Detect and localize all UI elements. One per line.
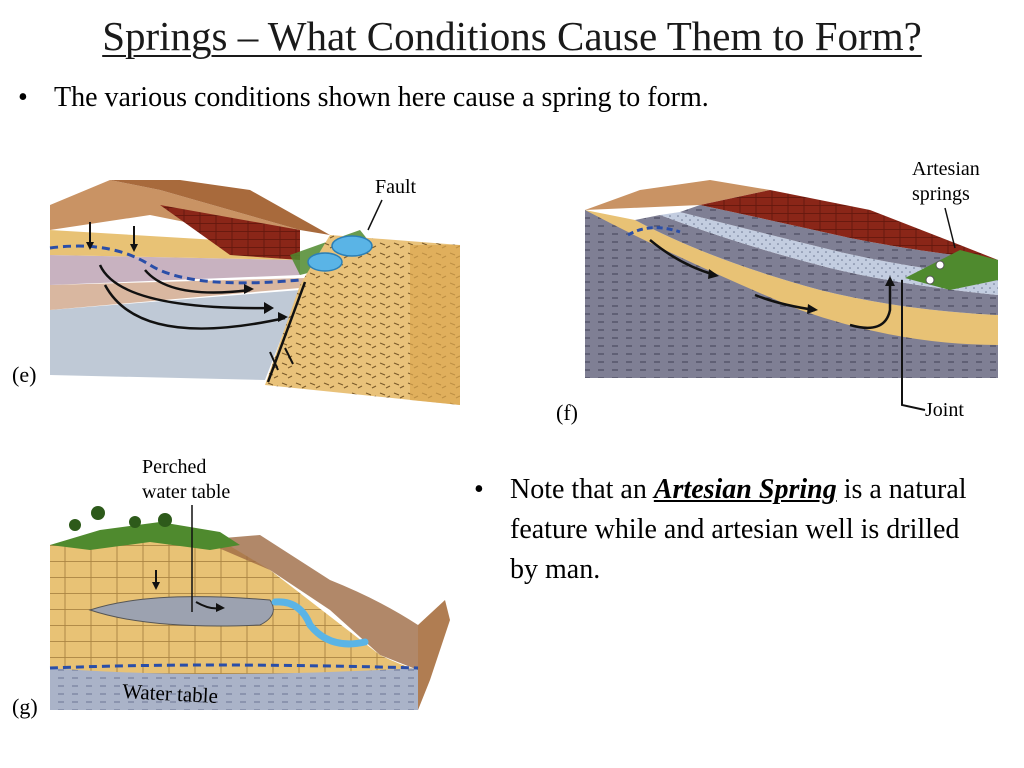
artesian-springs-label-line1: Artesian (912, 158, 980, 180)
diagram-g-perched-water-table: Perched water table Water table (g) (12, 456, 450, 719)
note-text-start: Note that an (510, 474, 654, 505)
diagram-f-artesian-springs: Artesian springs Joint (f) (556, 158, 998, 425)
intro-bullet-text: The various conditions shown here cause … (54, 82, 709, 113)
panel-label-g: (g) (12, 694, 38, 719)
panel-label-e: (e) (12, 362, 36, 387)
note-bullet-text: Note that an Artesian Spring is a natura… (510, 470, 990, 590)
diagram-e-fault-spring: Fault (e) (12, 176, 460, 405)
intro-bullet: • The various conditions shown here caus… (18, 78, 998, 118)
artesian-springs-label-line2: springs (912, 183, 970, 205)
artesian-springs-leader-line (944, 207, 956, 249)
artesian-spring-term: Artesian Spring (653, 474, 837, 505)
note-bullet: • Note that an Artesian Spring is a natu… (474, 470, 994, 600)
panel-label-f: (f) (556, 400, 578, 425)
perched-label-line2: water table (142, 481, 230, 503)
note-text-end: is a natural feature while and artesian … (510, 474, 967, 585)
joint-label: Joint (925, 399, 964, 421)
bullet-symbol: • (474, 474, 484, 505)
water-table-label: Water table (122, 679, 219, 708)
fault-label: Fault (375, 176, 417, 198)
perched-label-line1: Perched (142, 456, 206, 478)
slide-title: Springs – What Conditions Cause Them to … (102, 13, 922, 59)
bullet-symbol: • (18, 82, 28, 113)
fault-leader-line (367, 199, 383, 231)
